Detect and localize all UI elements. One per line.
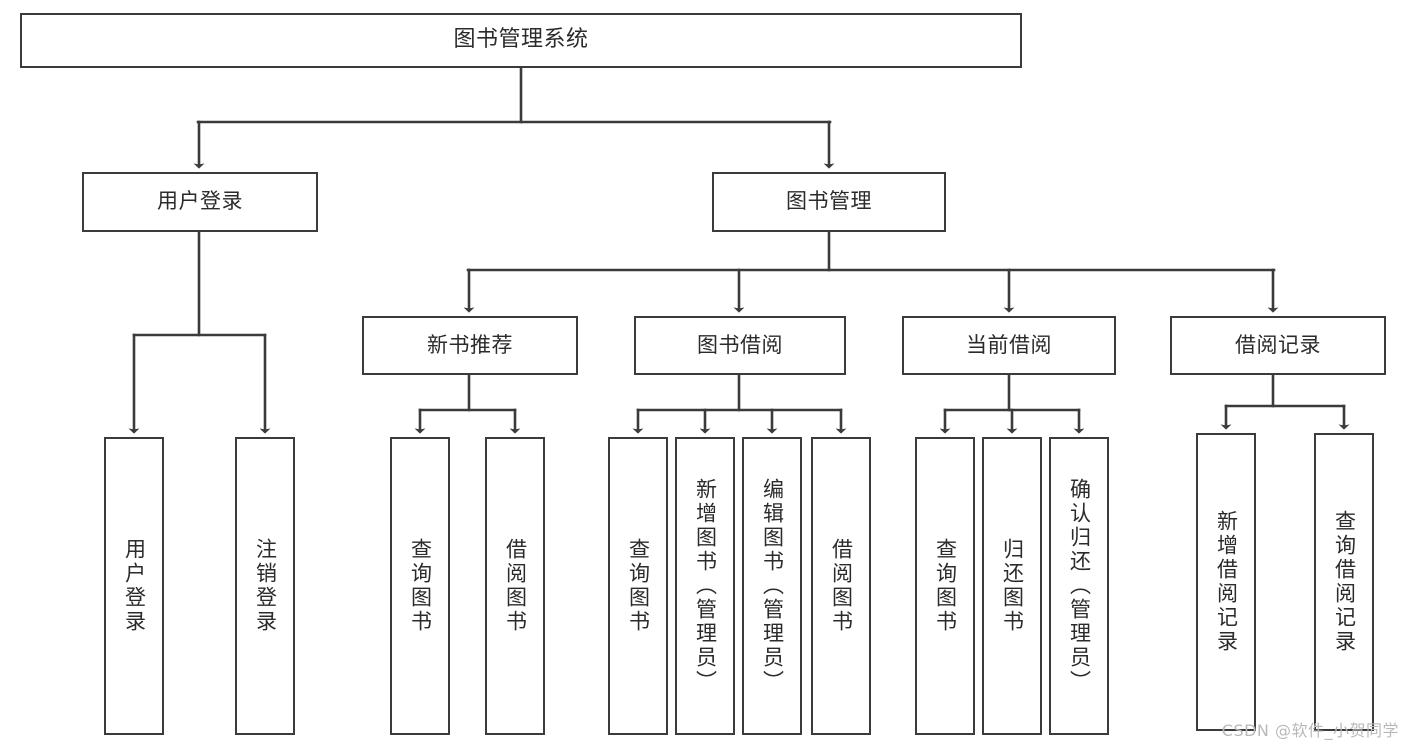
node-leaf-query-book-3-label: 查询图书 (933, 538, 958, 634)
node-leaf-user-login-label: 用户登录 (122, 538, 147, 634)
node-leaf-query-book-1-label: 查询图书 (408, 538, 433, 634)
node-leaf-user-logout-label: 注销登录 (253, 538, 278, 634)
node-book-manage-label: 图书管理 (786, 189, 872, 214)
node-leaf-user-login[interactable]: 用户登录 (104, 437, 164, 735)
node-leaf-query-record[interactable]: 查询借阅记录 (1314, 433, 1374, 731)
node-leaf-return-book[interactable]: 归还图书 (982, 437, 1042, 735)
node-leaf-confirm-return[interactable]: 确认归还（管理员） (1049, 437, 1109, 735)
node-borrow-record-label: 借阅记录 (1235, 332, 1321, 357)
node-leaf-add-book-label: 新增图书（管理员） (693, 478, 718, 694)
node-book-manage[interactable]: 图书管理 (712, 172, 946, 232)
node-root[interactable]: 图书管理系统 (20, 13, 1022, 68)
node-leaf-borrow-book-2-label: 借阅图书 (829, 538, 854, 634)
node-leaf-query-book-2-label: 查询图书 (626, 538, 651, 634)
node-leaf-edit-book-label: 编辑图书（管理员） (760, 478, 785, 694)
csdn-watermark: CSDN @软件_小贺同学 (1221, 721, 1399, 740)
node-leaf-add-book[interactable]: 新增图书（管理员） (675, 437, 735, 735)
node-leaf-query-book-1[interactable]: 查询图书 (390, 437, 450, 735)
node-leaf-return-book-label: 归还图书 (1000, 538, 1025, 634)
node-leaf-edit-book[interactable]: 编辑图书（管理员） (742, 437, 802, 735)
node-leaf-query-book-2[interactable]: 查询图书 (608, 437, 668, 735)
node-leaf-borrow-book-1-label: 借阅图书 (503, 538, 528, 634)
node-user-login[interactable]: 用户登录 (82, 172, 318, 232)
node-leaf-query-book-3[interactable]: 查询图书 (915, 437, 975, 735)
node-current-borrow[interactable]: 当前借阅 (902, 316, 1116, 375)
node-borrow-record[interactable]: 借阅记录 (1170, 316, 1386, 375)
node-leaf-borrow-book-1[interactable]: 借阅图书 (485, 437, 545, 735)
node-leaf-add-record[interactable]: 新增借阅记录 (1196, 433, 1256, 731)
node-leaf-borrow-book-2[interactable]: 借阅图书 (811, 437, 871, 735)
node-user-login-label: 用户登录 (157, 189, 243, 214)
node-leaf-confirm-return-label: 确认归还（管理员） (1067, 478, 1092, 694)
node-root-label: 图书管理系统 (453, 27, 589, 53)
node-current-borrow-label: 当前借阅 (966, 332, 1052, 357)
node-leaf-add-record-label: 新增借阅记录 (1214, 510, 1239, 654)
node-book-borrow[interactable]: 图书借阅 (634, 316, 846, 375)
node-new-book-recommend-label: 新书推荐 (427, 332, 513, 357)
node-book-borrow-label: 图书借阅 (697, 332, 783, 357)
node-leaf-user-logout[interactable]: 注销登录 (235, 437, 295, 735)
node-leaf-query-record-label: 查询借阅记录 (1332, 510, 1357, 654)
node-new-book-recommend[interactable]: 新书推荐 (362, 316, 578, 375)
